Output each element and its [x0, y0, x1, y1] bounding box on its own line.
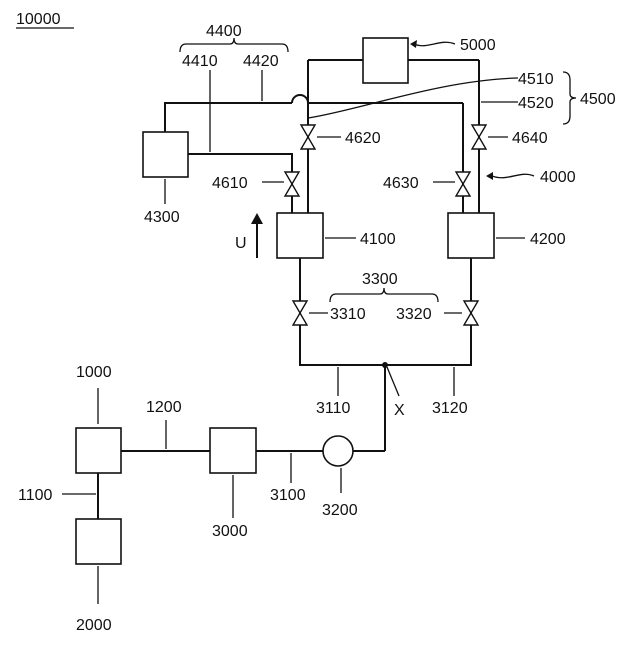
label-3320: 3320 — [396, 306, 432, 323]
label-4510: 4510 — [518, 71, 554, 88]
label-4100: 4100 — [360, 231, 396, 248]
leader-5000-arrowhead — [410, 40, 417, 48]
valve-3310-bottom — [293, 313, 307, 325]
label-4410: 4410 — [182, 53, 218, 70]
label-3110: 3110 — [316, 400, 351, 417]
leader-5000 — [414, 42, 455, 45]
label-1200: 1200 — [146, 399, 182, 416]
label-u: U — [235, 235, 247, 252]
bracket-4400 — [180, 38, 288, 52]
figure-number: 10000 — [16, 11, 61, 28]
valve-4620-top — [301, 125, 315, 137]
label-4420: 4420 — [243, 53, 279, 70]
pump-3200 — [323, 436, 353, 466]
line-4420-a — [165, 103, 292, 132]
tank-4200-box — [448, 213, 494, 258]
valve-3320-top — [464, 301, 478, 313]
label-4630: 4630 — [383, 175, 419, 192]
label-4300: 4300 — [144, 209, 180, 226]
leader-4000-arrowhead — [486, 172, 493, 180]
leader-4000 — [492, 174, 534, 177]
label-3300: 3300 — [362, 271, 398, 288]
valve-3310-top — [293, 301, 307, 313]
unit-1000-box — [76, 428, 121, 473]
valve-4610-top — [285, 172, 299, 184]
label-4500: 4500 — [580, 91, 616, 108]
label-1000: 1000 — [76, 364, 112, 381]
unit-3000-box — [210, 428, 256, 473]
label-4000: 4000 — [540, 169, 576, 186]
label-3120: 3120 — [432, 400, 468, 417]
leader-4510 — [308, 78, 518, 118]
label-4400: 4400 — [206, 23, 242, 40]
label-1100: 1100 — [18, 487, 53, 504]
valve-4610-bottom — [285, 184, 299, 196]
unit-5000-box — [363, 38, 408, 83]
flow-arrow-u-head — [251, 213, 263, 224]
tank-4100-box — [277, 213, 323, 258]
leader-x — [387, 367, 399, 396]
unit-4300-box — [143, 132, 188, 177]
label-x: X — [394, 402, 405, 419]
unit-2000-box — [76, 519, 121, 564]
line-4410 — [188, 154, 292, 157]
valve-3320-bottom — [464, 313, 478, 325]
label-4610: 4610 — [212, 175, 248, 192]
label-5000: 5000 — [460, 37, 496, 54]
label-3200: 3200 — [322, 502, 358, 519]
label-4620: 4620 — [345, 130, 381, 147]
label-4200: 4200 — [530, 231, 566, 248]
label-3100: 3100 — [270, 487, 306, 504]
label-3000: 3000 — [212, 523, 248, 540]
valve-4630-top — [456, 172, 470, 184]
label-2000: 2000 — [76, 617, 112, 634]
valve-4640-top — [472, 125, 486, 137]
line-4420-hop — [292, 95, 308, 103]
valve-4620-bottom — [301, 137, 315, 149]
label-3310: 3310 — [330, 306, 366, 323]
label-4640: 4640 — [512, 130, 548, 147]
label-4520: 4520 — [518, 95, 554, 112]
valve-4640-bottom — [472, 137, 486, 149]
bracket-3300 — [330, 288, 438, 302]
bracket-4500 — [563, 72, 576, 124]
valve-4630-bottom — [456, 184, 470, 196]
